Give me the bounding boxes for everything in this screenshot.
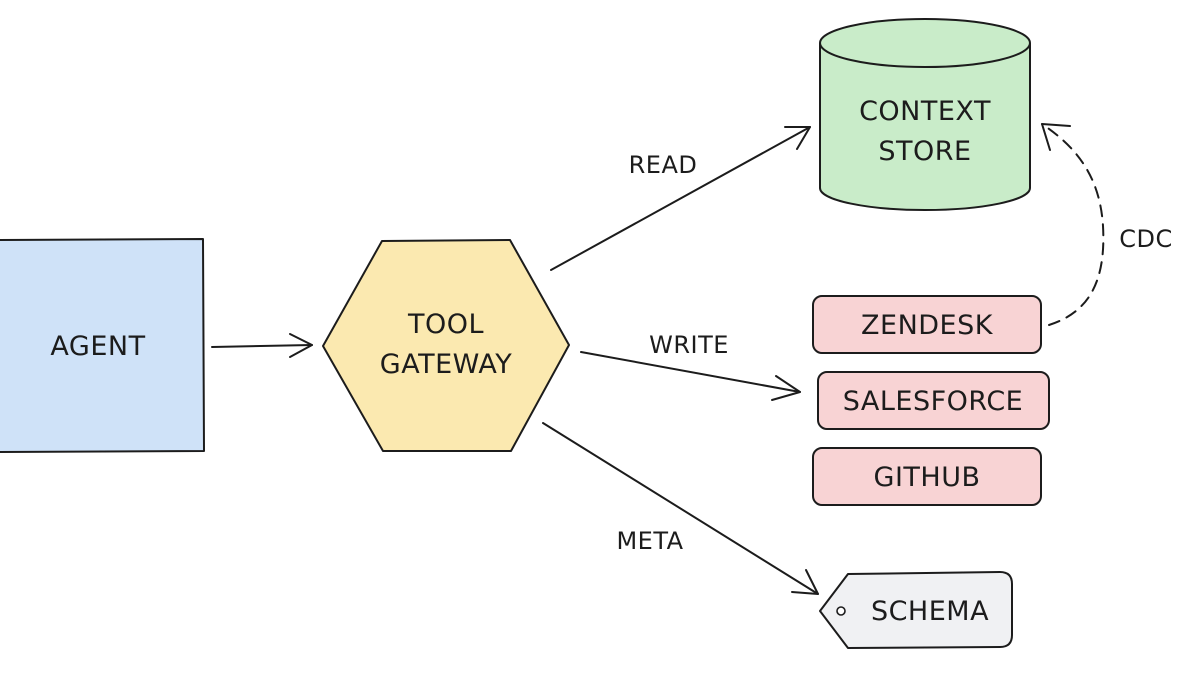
zendesk-node: ZENDESK (812, 295, 1042, 354)
schema-tag-hole (836, 606, 846, 616)
zendesk-box (812, 295, 1042, 354)
edge-cdc: CDC (1041, 123, 1173, 326)
tool-gateway-label-line1: TOOL (407, 309, 484, 340)
salesforce-label: SALESFORCE (843, 386, 1023, 417)
tool-gateway-node: TOOL GATEWAY (322, 239, 570, 452)
edge-agent-to-gateway (211, 333, 313, 358)
context-store-cylinder-top (819, 18, 1031, 68)
edge-meta-label: META (616, 527, 683, 555)
schema-label: SCHEMA (871, 596, 989, 627)
agent-node: AGENT (0, 238, 205, 453)
edge-read-line (550, 126, 811, 271)
edge-meta-line (542, 422, 819, 595)
github-label: GITHUB (874, 462, 981, 493)
tool-gateway-hexagon (322, 239, 570, 452)
github-box (812, 447, 1042, 506)
edge-write-label: WRITE (649, 331, 729, 359)
edge-cdc-label: CDC (1119, 225, 1173, 253)
salesforce-node: SALESFORCE (817, 371, 1050, 430)
edge-cdc-arrowhead (1041, 123, 1071, 151)
schema-node: SCHEMA (819, 571, 1013, 649)
edge-cdc-line (1041, 123, 1105, 326)
edge-read: READ (550, 126, 811, 271)
salesforce-box (817, 371, 1050, 430)
edge-agent-to-gateway-arrowhead (289, 333, 313, 358)
github-node: GITHUB (812, 447, 1042, 506)
context-store-node: CONTEXT STORE (819, 18, 1031, 211)
edge-read-label: READ (629, 151, 698, 179)
agent-label: AGENT (50, 331, 145, 362)
edge-write: WRITE (580, 331, 801, 401)
context-store-label-line2: STORE (878, 136, 971, 167)
zendesk-label: ZENDESK (861, 310, 994, 341)
edge-write-line (580, 351, 801, 393)
edge-agent-to-gateway-line (211, 344, 313, 348)
edge-read-arrowhead (784, 126, 811, 150)
tool-gateway-label-line2: GATEWAY (380, 349, 512, 380)
schema-tag-shape (819, 571, 1013, 649)
context-store-cylinder-body (819, 43, 1031, 211)
edge-meta: META (542, 422, 819, 595)
edge-write-arrowhead (771, 375, 801, 401)
context-store-label-line1: CONTEXT (859, 96, 991, 127)
edge-meta-arrowhead (791, 569, 819, 595)
agent-box (0, 238, 205, 453)
